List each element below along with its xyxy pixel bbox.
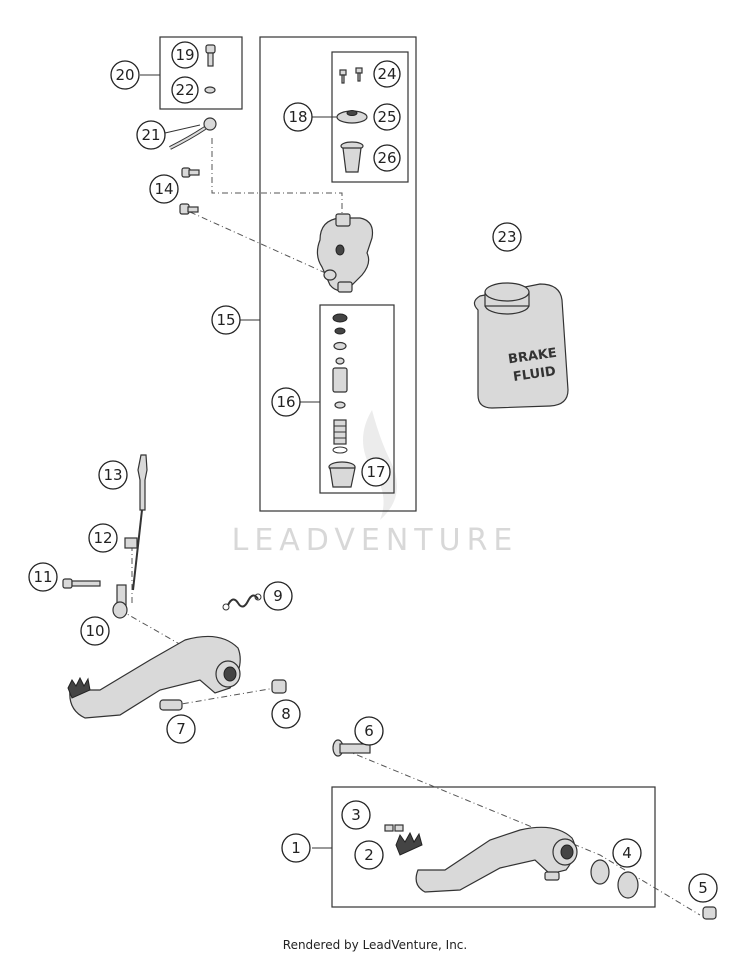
banjo-bolt [205,44,216,67]
svg-text:18: 18 [288,108,307,126]
callout-2: 2 [354,840,384,870]
svg-text:20: 20 [115,66,134,84]
nut-8 [271,679,287,694]
brake-fluid-bottle: BRAKE FLUID [473,282,569,409]
svg-text:3: 3 [351,806,361,824]
svg-text:26: 26 [377,149,396,167]
callout-24: 24 [373,60,401,88]
pivot-bolt [332,739,371,757]
reservoir-insert [340,141,364,173]
svg-text:12: 12 [93,529,112,547]
svg-text:4: 4 [622,844,632,862]
cover-screws [339,67,363,84]
bottle-label-line1: BRAKE [507,346,558,368]
svg-text:24: 24 [377,65,396,83]
callout-15: 15 [211,305,241,335]
svg-text:2: 2 [364,846,374,864]
callout-14: 14 [149,174,179,204]
box-group-20 [159,36,243,110]
clevis [112,584,128,619]
callout-9: 9 [263,581,293,611]
svg-text:17: 17 [366,463,385,481]
reservoir-cap [336,110,368,124]
screw-14b [179,203,199,215]
bottle-label-line2: FLUID [512,364,557,385]
footer-credit: Rendered by LeadVenture, Inc. [282,938,468,952]
svg-text:9: 9 [273,587,283,605]
nut-5 [702,906,717,920]
svg-text:6: 6 [364,722,374,740]
dust-boot [328,461,356,488]
svg-text:21: 21 [141,126,160,144]
callout-10: 10 [80,616,110,646]
pushrod [132,454,148,591]
svg-text:7: 7 [176,720,186,738]
callout-8: 8 [271,699,301,729]
svg-text:8: 8 [281,705,291,723]
svg-text:15: 15 [216,311,235,329]
svg-text:25: 25 [377,108,396,126]
callout-7: 7 [166,714,196,744]
svg-text:23: 23 [497,228,516,246]
callout-1: 1 [281,833,311,863]
box-group-15 [259,36,417,512]
svg-text:13: 13 [103,466,122,484]
callout-25: 25 [373,103,401,131]
callout-4: 4 [612,838,642,868]
callout-23: 23 [492,222,522,252]
watermark-text: LEADVENTURE [232,523,519,558]
callout-12: 12 [88,523,118,553]
callout-16: 16 [271,387,301,417]
svg-text:14: 14 [154,180,173,198]
master-cylinder [316,213,374,293]
pedal-tip [395,831,423,856]
svg-text:22: 22 [175,81,194,99]
callout-26: 26 [373,144,401,172]
svg-text:1: 1 [291,839,301,857]
svg-text:11: 11 [33,568,52,586]
lock-nut [124,537,138,549]
callout-19: 19 [171,41,199,69]
callout-21: 21 [136,120,166,150]
callout-5: 5 [688,873,718,903]
callout-20: 20 [110,60,140,90]
callout-3: 3 [341,800,371,830]
bolt-11 [62,578,101,589]
callout-6: 6 [354,716,384,746]
callout-11: 11 [28,562,58,592]
box-group-1 [331,786,656,908]
return-spring [222,593,262,611]
svg-text:10: 10 [85,622,104,640]
bushings [590,859,639,899]
piston-kit [332,313,348,454]
brake-line [169,117,217,150]
pedal-assembly [415,826,578,893]
svg-text:16: 16 [276,393,295,411]
tip-screws [384,824,404,832]
leader-lines [140,74,340,849]
callout-17: 17 [361,457,391,487]
brake-pedal [67,635,241,719]
callout-22: 22 [171,76,199,104]
pivot-pin [159,699,183,711]
screw-14a [181,167,200,178]
callout-13: 13 [98,460,128,490]
svg-text:19: 19 [175,46,194,64]
callout-18: 18 [283,102,313,132]
svg-text:5: 5 [698,879,708,897]
box-group-16 [319,304,395,494]
seal-ring [204,86,216,94]
